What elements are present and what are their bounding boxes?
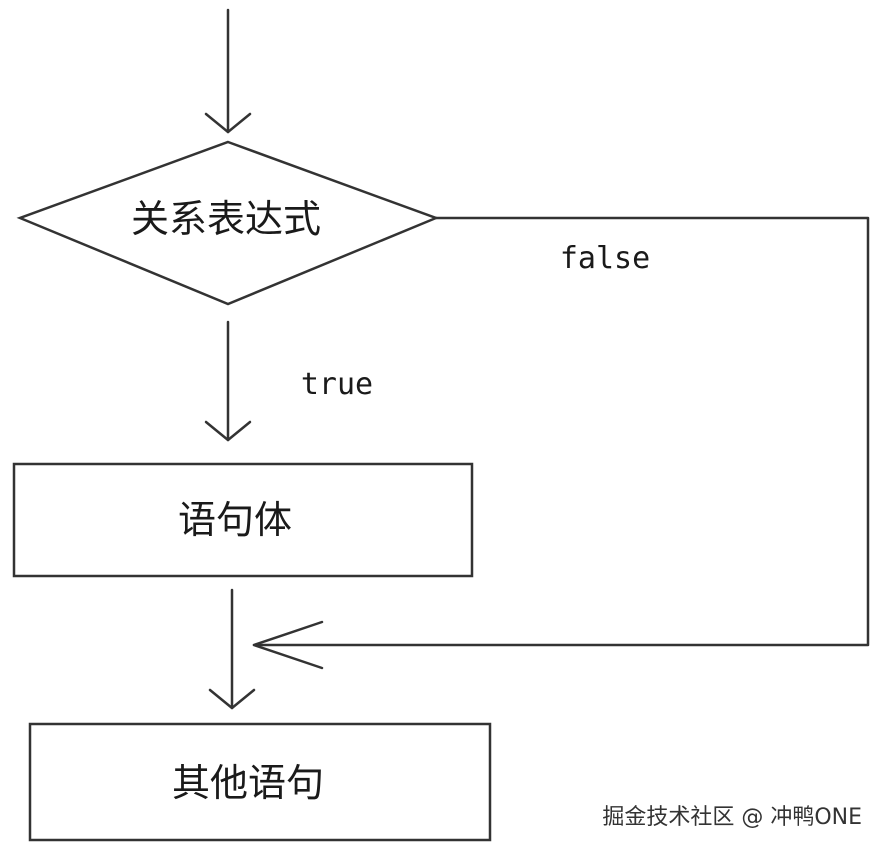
condition-diamond: 关系表达式: [16, 140, 440, 306]
true-branch-arrow: [204, 320, 252, 442]
other-label: 其他语句: [172, 761, 324, 805]
entry-arrow: [204, 8, 252, 134]
false-branch-arrow: [252, 216, 870, 670]
other-statements-box: 其他语句: [28, 722, 492, 842]
watermark-text: 掘金技术社区 @ 冲鸭ONE: [602, 805, 862, 830]
merge-arrow: [208, 588, 256, 710]
body-label: 语句体: [178, 498, 292, 542]
body-box: 语句体: [12, 462, 474, 578]
true-label: true: [301, 367, 373, 402]
condition-label: 关系表达式: [131, 197, 321, 241]
false-label: false: [560, 241, 650, 276]
